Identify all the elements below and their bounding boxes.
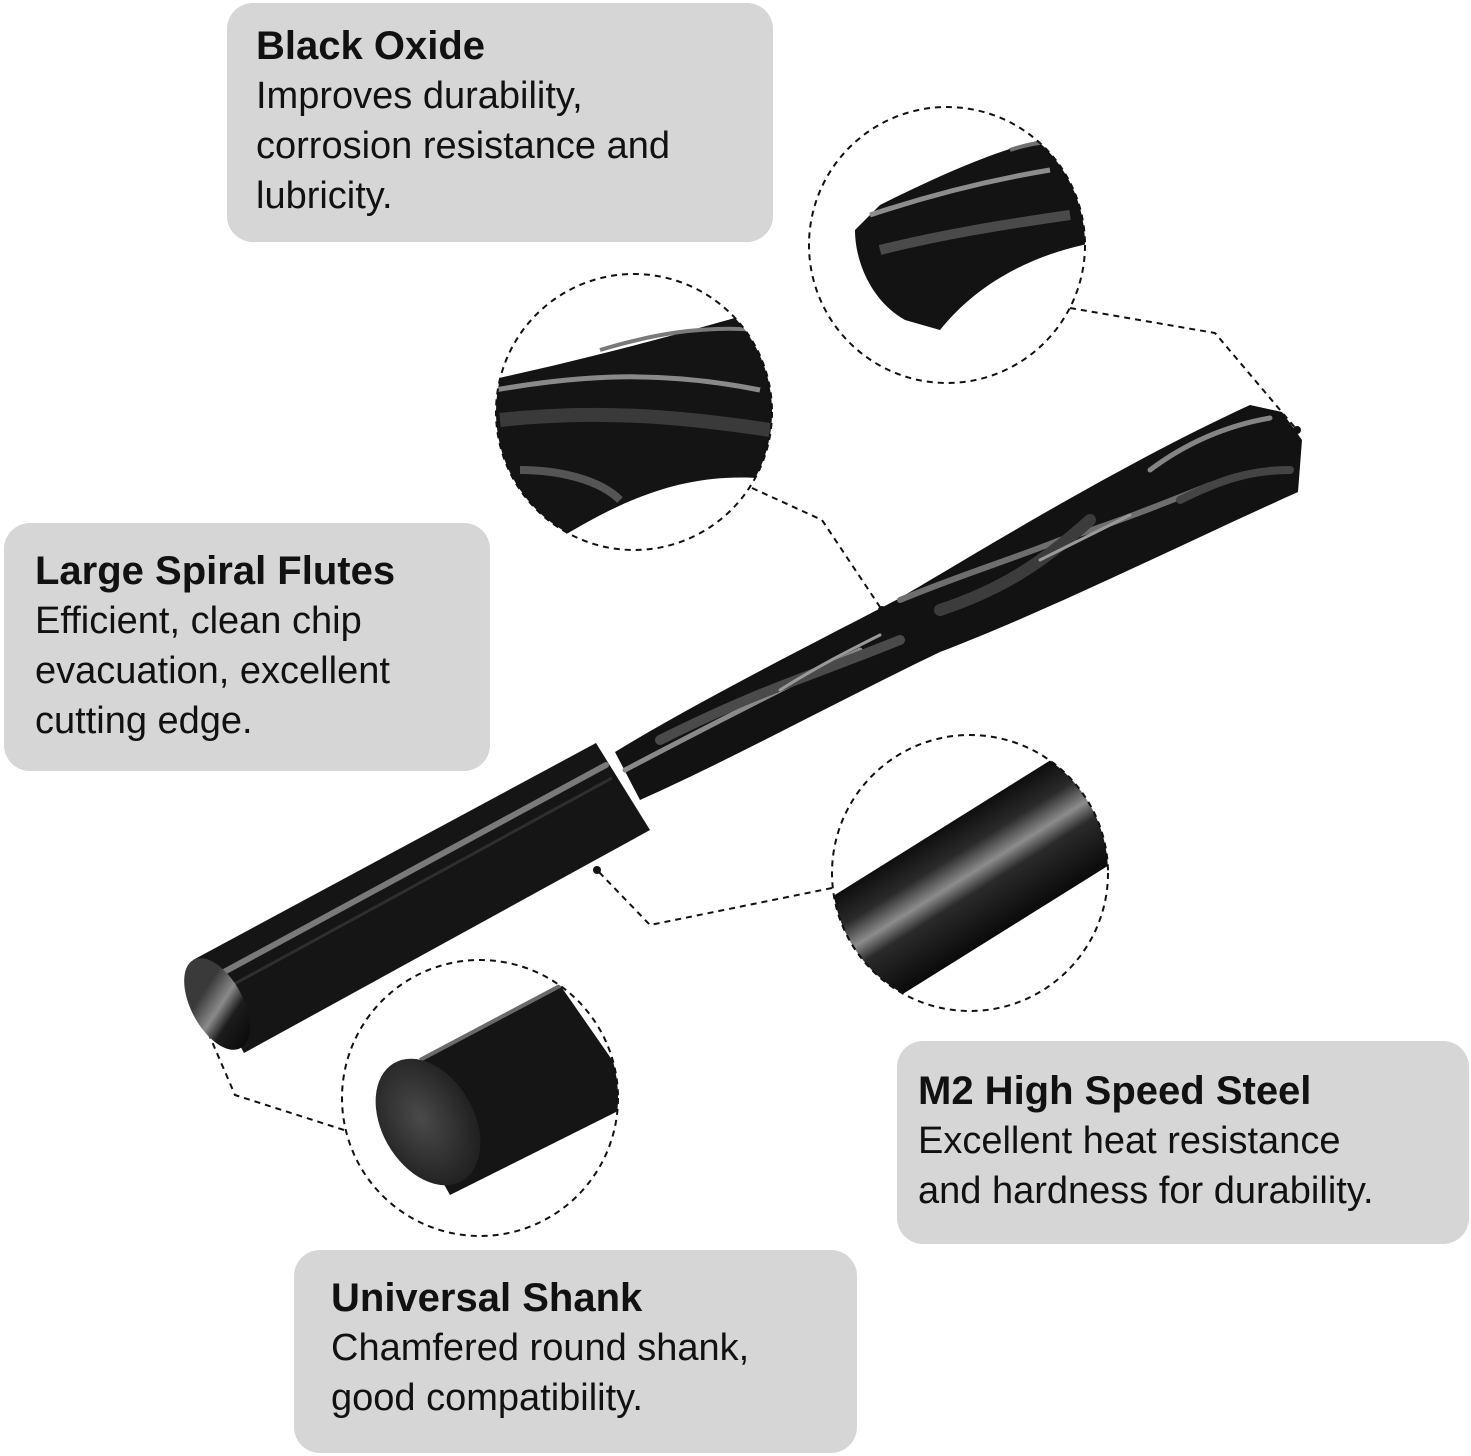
- callout-black-oxide: Black Oxide Improves durability, corrosi…: [227, 3, 773, 242]
- callout-title: M2 High Speed Steel: [918, 1069, 1312, 1113]
- callout-universal-shank: Universal Shank Chamfered round shank, g…: [294, 1250, 857, 1453]
- drill-shank-end: [184, 958, 250, 1050]
- callout-description: Improves durability, corrosion resistanc…: [256, 75, 670, 217]
- callout-description: Efficient, clean chip evacuation, excell…: [35, 600, 390, 742]
- callout-high-speed-steel: M2 High Speed Steel Excellent heat resis…: [897, 1041, 1469, 1244]
- leader-line-end: [203, 1022, 345, 1131]
- callout-title: Large Spiral Flutes: [35, 549, 396, 593]
- callout-title: Black Oxide: [256, 24, 486, 68]
- leader-lines: [203, 307, 1298, 1131]
- leader-line-flute: [751, 487, 883, 611]
- drill-tip-detail: [808, 106, 1086, 384]
- spiral-flute-detail: [495, 273, 773, 551]
- callout-spiral-flutes: Large Spiral Flutes Efficient, clean chi…: [4, 523, 490, 771]
- callout-description: Chamfered round shank, good compatibilit…: [331, 1327, 750, 1419]
- leader-line-tip: [1069, 307, 1298, 431]
- callout-title: Universal Shank: [331, 1276, 643, 1320]
- shank-body-detail: [831, 734, 1109, 1012]
- shank-end-detail: [341, 959, 619, 1237]
- callout-description: Excellent heat resistance and hardness f…: [918, 1120, 1374, 1212]
- leader-line-body: [596, 869, 833, 927]
- drill-bit: [184, 405, 1302, 1053]
